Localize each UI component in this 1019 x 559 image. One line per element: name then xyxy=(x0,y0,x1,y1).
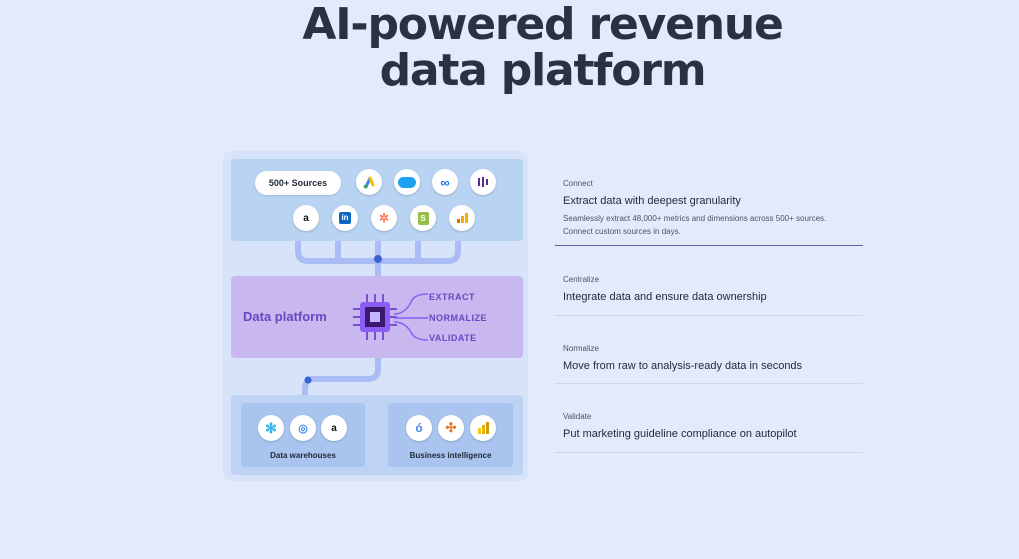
hubspot-icon: ✲ xyxy=(371,205,397,231)
headline-line-1: AI-powered revenue xyxy=(302,0,783,50)
headline-line-2: data platform xyxy=(379,45,707,96)
mixpanel-icon xyxy=(470,169,496,195)
salesforce-icon xyxy=(394,169,420,195)
business-intelligence-label: Business intelligence xyxy=(409,451,492,460)
step-validate: VALIDATE xyxy=(429,333,477,343)
feature-title: Integrate data and ensure data ownership xyxy=(563,291,767,303)
feature-centralize[interactable]: Centralize Integrate data and ensure dat… xyxy=(555,271,863,316)
feature-title: Put marketing guideline compliance on au… xyxy=(563,428,797,440)
feature-tag: Validate xyxy=(563,412,592,421)
chip-icon xyxy=(353,294,397,340)
bigquery-icon: ◎ xyxy=(290,415,316,441)
data-platform-title: Data platform xyxy=(243,309,327,324)
shopify-icon: S xyxy=(410,205,436,231)
meta-icon: ∞ xyxy=(432,169,458,195)
page-headline: AI-powered revenue data platform xyxy=(0,2,1019,94)
destinations-panel: ✻ ◎ a Data warehouses ó ✣ Business intel… xyxy=(231,395,523,475)
platform-diagram: 500+ Sources ∞ a in ✲ S Data platform xyxy=(223,151,528,481)
feature-description: Seamlessly extract 48,000+ metrics and d… xyxy=(563,214,827,236)
connector-dot-bottom xyxy=(304,376,312,384)
data-warehouses-label: Data warehouses xyxy=(270,451,336,460)
amazon-icon: a xyxy=(293,205,319,231)
step-connectors xyxy=(394,293,429,341)
step-extract: EXTRACT xyxy=(429,292,475,302)
feature-title: Move from raw to analysis-ready data in … xyxy=(563,360,803,372)
feature-normalize[interactable]: Normalize Move from raw to analysis-read… xyxy=(555,340,863,384)
data-warehouses-box: ✻ ◎ a Data warehouses xyxy=(241,403,365,467)
feature-tag: Connect xyxy=(563,179,593,188)
connector-dot-top xyxy=(374,255,382,263)
sources-pill: 500+ Sources xyxy=(255,171,341,195)
looker-icon: ó xyxy=(406,415,432,441)
amazon-redshift-icon: a xyxy=(321,415,347,441)
tableau-icon: ✣ xyxy=(438,415,464,441)
google-ads-icon xyxy=(356,169,382,195)
feature-validate[interactable]: Validate Put marketing guideline complia… xyxy=(555,408,863,453)
google-analytics-icon xyxy=(449,205,475,231)
feature-tag: Normalize xyxy=(563,344,600,353)
snowflake-icon: ✻ xyxy=(258,415,284,441)
power-bi-icon xyxy=(470,415,496,441)
step-normalize: NORMALIZE xyxy=(429,313,487,323)
linkedin-icon: in xyxy=(332,205,358,231)
feature-title: Extract data with deepest granularity xyxy=(563,195,741,207)
feature-tag: Centralize xyxy=(563,275,600,284)
feature-connect[interactable]: Connect Extract data with deepest granul… xyxy=(555,175,863,246)
business-intelligence-box: ó ✣ Business intelligence xyxy=(388,403,513,467)
data-platform-panel: Data platform EXTRACT NORMALIZE VALIDATE xyxy=(231,276,523,358)
sources-panel: 500+ Sources ∞ a in ✲ S xyxy=(231,159,523,241)
